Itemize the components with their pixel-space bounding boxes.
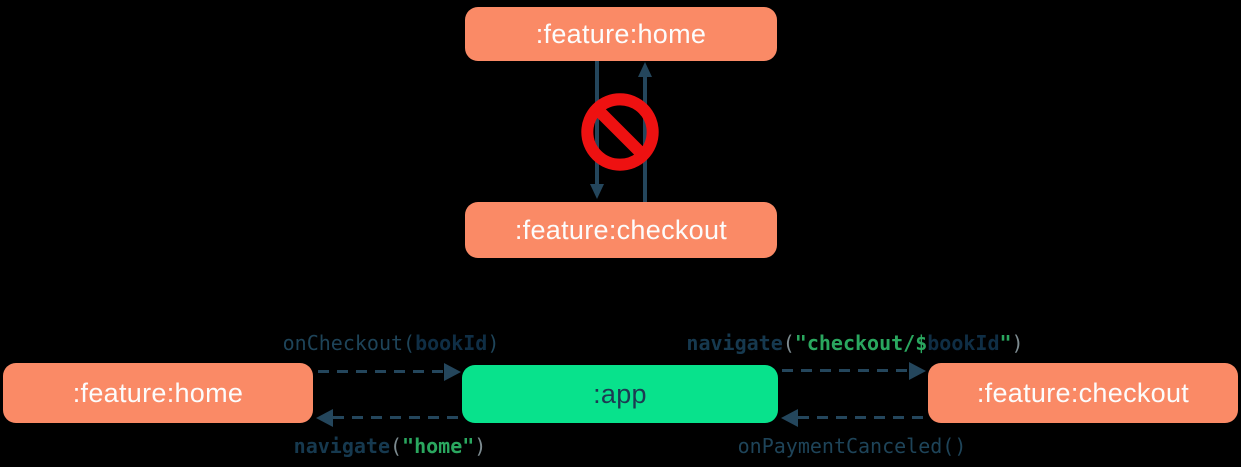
code-token: ) [474,434,487,458]
feature-checkout-box: :feature:checkout [928,363,1238,423]
code-token: " [999,331,1012,355]
arrowhead-left-icon [316,409,333,427]
app-box: :app [462,365,778,423]
arrowhead-down-icon [590,184,604,199]
navigate-home-label: navigate("home") [294,434,487,458]
arrowhead-up-icon [638,62,652,77]
no-entry-icon [577,89,663,175]
code-token: ) [487,331,500,355]
dashed-arrow-app-to-checkout [782,369,910,372]
navigate-checkout-label: navigate("checkout/$bookId") [686,331,1023,355]
arrowhead-right-icon [444,363,461,381]
code-token: bookId [415,331,488,355]
code-token: "home" [402,434,475,458]
code-token: "checkout/$ [794,331,928,355]
code-token: onPaymentCanceled() [737,434,967,458]
on-payment-canceled-label: onPaymentCanceled() [738,434,967,458]
code-token: navigate [686,331,783,355]
feature-home-box-top: :feature:home [465,7,777,61]
dashed-arrow-app-to-home [333,416,462,419]
feature-checkout-box-top: :feature:checkout [465,202,777,258]
code-token: navigate [293,434,390,458]
dependency-arrow-checkout-to-home-line [643,77,647,203]
dependency-arrow-home-to-checkout-line [595,61,599,185]
code-token: ( [389,434,403,458]
code-token: bookId [927,331,1000,355]
arrowhead-right-icon [909,362,926,380]
on-checkout-label: onCheckout(bookId) [283,331,500,355]
code-token: ( [782,331,795,355]
dashed-arrow-home-to-app [318,370,444,373]
arrowhead-left-icon [781,409,798,427]
feature-home-box: :feature:home [3,363,313,423]
code-token: ) [1011,331,1024,355]
dashed-arrow-checkout-to-app [798,416,928,419]
code-token: onCheckout( [282,331,416,355]
